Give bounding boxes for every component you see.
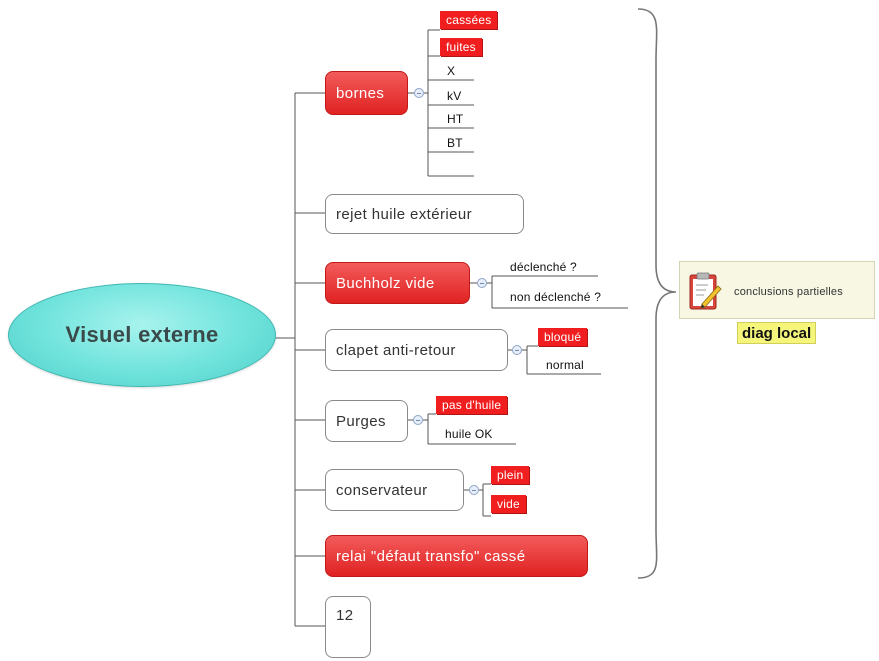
- topic-bornes[interactable]: bornes: [325, 71, 408, 115]
- subtopic-bloque[interactable]: bloqué: [538, 328, 588, 346]
- topic-clapet-anti-retour[interactable]: clapet anti-retour: [325, 329, 508, 371]
- collapse-toggle-buchholz[interactable]: [477, 278, 487, 288]
- subtopic-bt[interactable]: BT: [447, 136, 463, 150]
- subtopic-fuites[interactable]: fuites: [440, 38, 482, 56]
- topic-conservateur[interactable]: conservateur: [325, 469, 464, 511]
- subtopic-cassees[interactable]: cassées: [440, 11, 498, 29]
- subtopic-non-declenche[interactable]: non déclenché ?: [510, 290, 602, 304]
- collapse-toggle-purges[interactable]: [413, 415, 423, 425]
- topic-purges[interactable]: Purges: [325, 400, 408, 442]
- topic-12[interactable]: 12: [325, 596, 371, 658]
- summary-tag[interactable]: diag local: [737, 322, 817, 344]
- subtopic-x[interactable]: X: [447, 64, 456, 78]
- subtopic-pas-d-huile[interactable]: pas d'huile: [436, 396, 508, 414]
- subtopic-huile-ok[interactable]: huile OK: [445, 427, 493, 441]
- root-topic[interactable]: Visuel externe: [8, 283, 276, 387]
- subtopic-normal[interactable]: normal: [546, 358, 584, 372]
- subtopic-declenche[interactable]: déclenché ?: [510, 260, 577, 274]
- collapse-toggle-conservateur[interactable]: [469, 485, 479, 495]
- subtopic-ht[interactable]: HT: [447, 112, 464, 126]
- subtopic-kv[interactable]: kV: [447, 89, 462, 103]
- topic-rejet-huile-exterieur[interactable]: rejet huile extérieur: [325, 194, 524, 234]
- topic-relai-defaut-transfo[interactable]: relai "défaut transfo" cassé: [325, 535, 588, 577]
- collapse-toggle-clapet[interactable]: [512, 345, 522, 355]
- collapse-toggle-bornes[interactable]: [414, 88, 424, 98]
- summary-callout-label: conclusions partielles: [734, 286, 843, 298]
- clipboard-pencil-icon: [689, 272, 722, 310]
- topic-buchholz-vide[interactable]: Buchholz vide: [325, 262, 470, 304]
- summary-brace: [637, 8, 677, 579]
- subtopic-vide[interactable]: vide: [491, 495, 526, 513]
- subtopic-plein[interactable]: plein: [491, 466, 530, 484]
- summary-callout[interactable]: conclusions partielles: [679, 261, 875, 319]
